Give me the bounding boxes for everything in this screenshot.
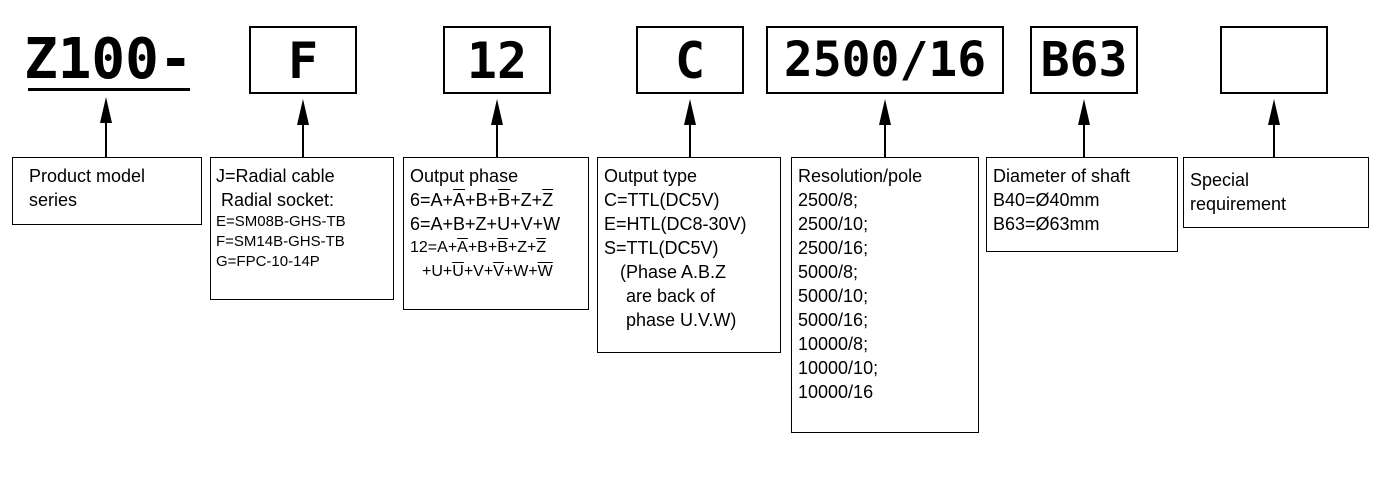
phase-row3-mid: +B+: [467, 239, 498, 256]
resolution-code-box: 2500/16: [766, 26, 1004, 94]
output-type-desc-box: Output type C=TTL(DC5V) E=HTL(DC8-30V) S…: [597, 157, 781, 353]
arrow-head-phase: [491, 99, 503, 125]
output-type-desc-line-3: E=HTL(DC8-30V): [604, 214, 747, 234]
phase-row3-prefix: 12=A+: [410, 239, 458, 256]
phase-row1-mid2: +Z+: [510, 190, 543, 210]
series-code-text: Z100-: [24, 27, 193, 92]
resolution-option-6: 5000/16;: [798, 310, 869, 330]
special-desc-box: Special requirement: [1183, 157, 1369, 228]
output-type-code-text: C: [674, 32, 706, 90]
special-code-box: [1220, 26, 1328, 94]
socket-desc-option-2: F=SM14B-GHS-TB: [216, 233, 345, 250]
arrow-stem-series: [105, 120, 107, 157]
phase-row1-z-bar: Z: [542, 190, 554, 210]
socket-desc-option-1: E=SM08B-GHS-TB: [216, 213, 346, 230]
arrow-head-socket: [297, 99, 309, 125]
phase-row4-v-bar: V: [493, 263, 504, 280]
resolution-option-2: 2500/10;: [798, 214, 869, 234]
arrow-head-resolution: [879, 99, 891, 125]
shaft-desc-title: Diameter of shaft: [993, 166, 1131, 186]
resolution-option-9: 10000/16: [798, 382, 874, 402]
arrow-stem-output-type: [689, 122, 691, 157]
shaft-desc-box: Diameter of shaft B40=Ø40mm B63=Ø63mm: [986, 157, 1178, 252]
phase-row1-a-bar: A: [453, 190, 466, 210]
phase-row4-p2: +V+: [463, 263, 494, 280]
phase-row1-prefix: 6=A+: [410, 190, 454, 210]
phase-row3-b-bar: B: [497, 239, 508, 256]
shaft-option-1: B40=Ø40mm: [993, 190, 1100, 210]
socket-code-text: F: [287, 32, 319, 90]
resolution-desc-box: Resolution/pole 2500/8; 2500/10; 2500/16…: [791, 157, 979, 433]
resolution-option-8: 10000/10;: [798, 358, 879, 378]
phase-row4-p1: +U+: [422, 263, 453, 280]
special-desc-line-1: Special: [1190, 170, 1250, 190]
phase-row1-b-bar: B: [498, 190, 511, 210]
phase-row4-p3: +W+: [503, 263, 538, 280]
output-type-desc-line-1: Output type: [604, 166, 698, 186]
arrow-stem-special: [1273, 122, 1275, 157]
series-desc-box: Product model series: [12, 157, 202, 225]
phase-desc-row-3: 12=A+A+B+B+Z+Z: [410, 236, 588, 260]
arrow-stem-shaft: [1083, 122, 1085, 157]
output-type-desc-line-6: are back of: [626, 286, 716, 306]
arrow-head-output-type: [684, 99, 696, 125]
series-code: Z100-: [24, 28, 194, 92]
shaft-code-text: B63: [1040, 32, 1128, 88]
series-desc-line-2: series: [29, 190, 78, 210]
output-type-desc-line-4: S=TTL(DC5V): [604, 238, 719, 258]
series-desc-line-1: Product model: [29, 166, 146, 186]
phase-row3-z-bar: Z: [536, 239, 547, 256]
special-desc-line-2: requirement: [1190, 194, 1287, 214]
output-type-desc-line-7: phase U.V.W): [626, 310, 737, 330]
resolution-desc-title: Resolution/pole: [798, 166, 923, 186]
socket-code-box: F: [249, 26, 357, 94]
output-type-desc-line-5: (Phase A.B.Z: [620, 262, 727, 282]
phase-row4-u-bar: U: [452, 263, 464, 280]
arrow-stem-socket: [302, 122, 304, 157]
phase-desc-row-2: 6=A+B+Z+U+V+W: [410, 214, 561, 234]
phase-desc-row-4: +U+U+V+V+W+W: [410, 260, 588, 284]
shaft-option-2: B63=Ø63mm: [993, 214, 1100, 234]
phase-desc-box: Output phase 6=A+A+B+B+Z+Z 6=A+B+Z+U+V+W…: [403, 157, 589, 310]
socket-desc-box: J=Radial cable Radial socket: E=SM08B-GH…: [210, 157, 394, 300]
resolution-option-3: 2500/16;: [798, 238, 869, 258]
resolution-option-1: 2500/8;: [798, 190, 859, 210]
socket-desc-line-1: J=Radial cable: [216, 166, 335, 186]
phase-desc-row-1: 6=A+A+B+B+Z+Z: [410, 188, 588, 212]
resolution-option-4: 5000/8;: [798, 262, 859, 282]
resolution-option-5: 5000/10;: [798, 286, 869, 306]
shaft-code-box: B63: [1030, 26, 1138, 94]
phase-row1-mid: +B+: [465, 190, 499, 210]
arrow-head-series: [100, 97, 112, 123]
arrow-head-shaft: [1078, 99, 1090, 125]
phase-row4-w-bar: W: [537, 263, 553, 280]
arrow-stem-resolution: [884, 122, 886, 157]
resolution-code-text: 2500/16: [783, 32, 987, 88]
socket-desc-line-2: Radial socket:: [221, 190, 335, 210]
phase-row3-mid2: +Z+: [507, 239, 537, 256]
resolution-option-7: 10000/8;: [798, 334, 869, 354]
phase-code-box: 12: [443, 26, 551, 94]
arrow-stem-phase: [496, 122, 498, 157]
arrow-head-special: [1268, 99, 1280, 125]
output-type-code-box: C: [636, 26, 744, 94]
phase-row3-a-bar: A: [457, 239, 468, 256]
socket-desc-option-3: G=FPC-10-14P: [216, 253, 320, 270]
phase-desc-title: Output phase: [410, 166, 519, 186]
output-type-desc-line-2: C=TTL(DC5V): [604, 190, 720, 210]
series-underline: [28, 88, 190, 91]
phase-code-text: 12: [466, 32, 528, 90]
